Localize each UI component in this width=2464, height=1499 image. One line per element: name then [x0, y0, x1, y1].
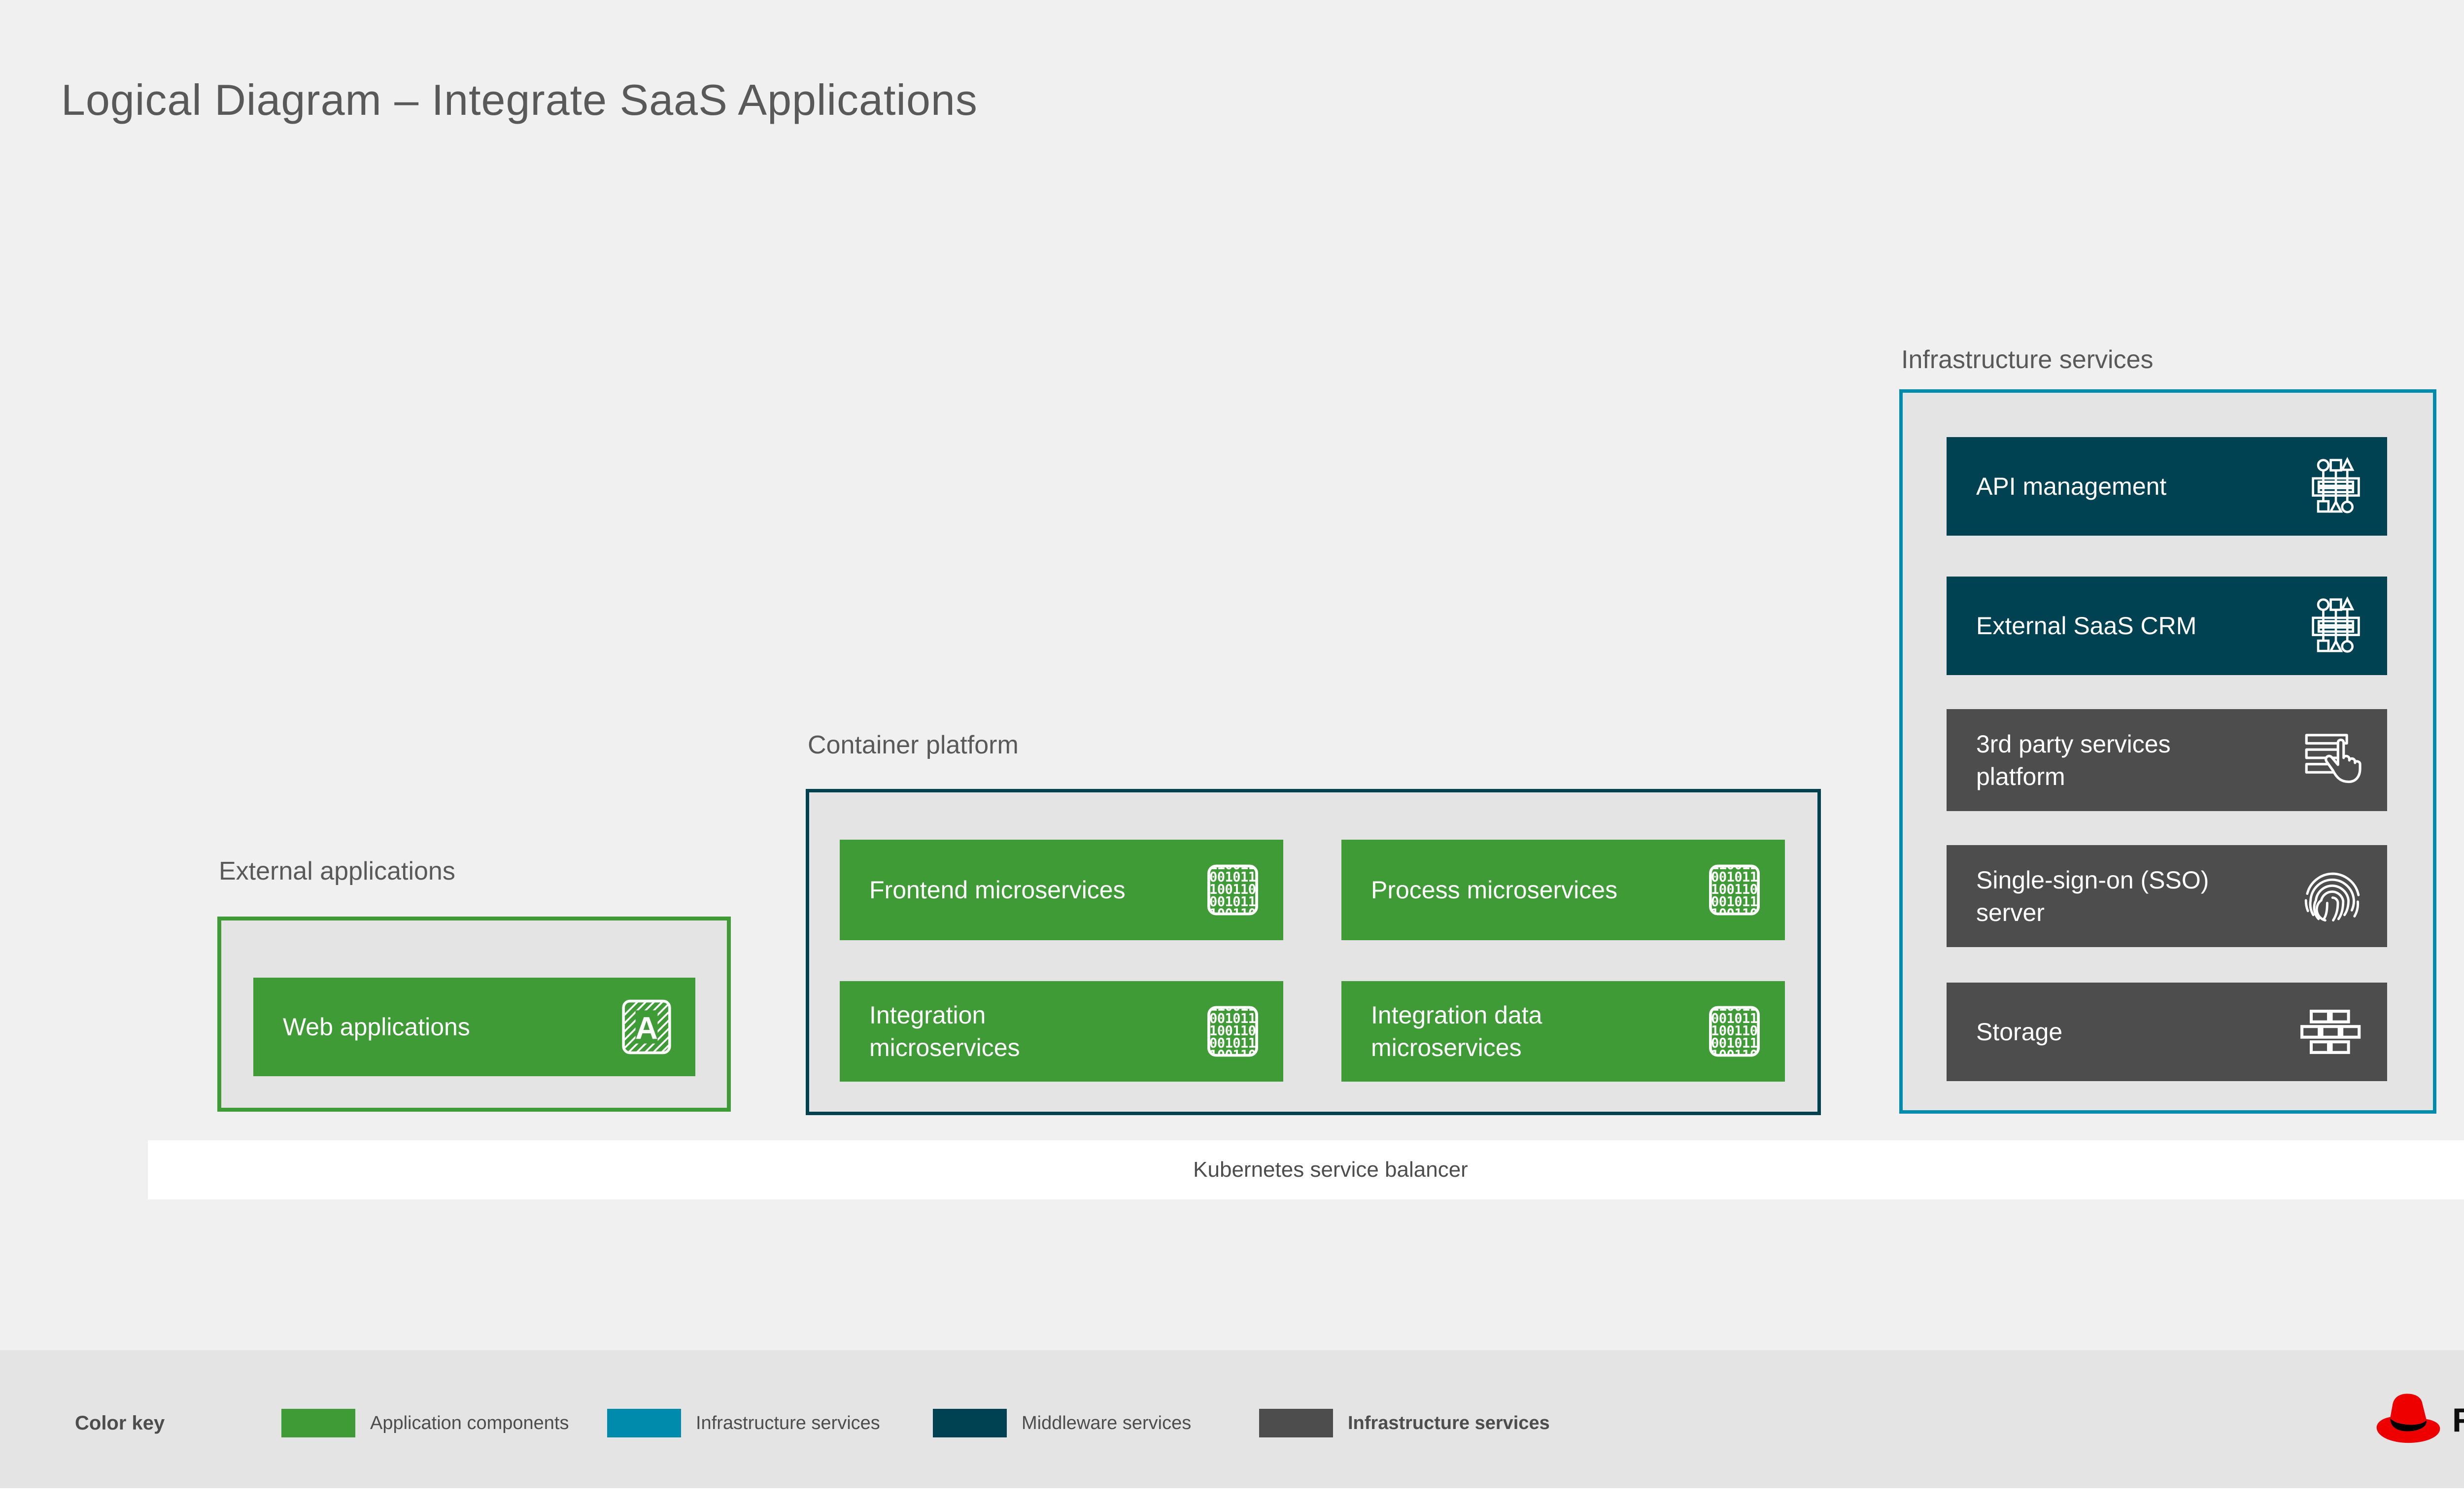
- page-title: Logical Diagram – Integrate SaaS Applica…: [61, 75, 978, 124]
- svg-text:001011: 001011: [1711, 1036, 1758, 1051]
- application-a-icon: A: [620, 998, 673, 1056]
- node-label: Integration data microservices: [1371, 1001, 1542, 1061]
- color-key-title: Color key: [75, 1412, 165, 1434]
- node-label: External SaaS CRM: [1976, 612, 2197, 640]
- legend-item-infrastructure-services-gray: Infrastructure services: [1259, 1409, 1550, 1437]
- api-icon: [2307, 455, 2364, 518]
- svg-text:110011: 110011: [1711, 1003, 1758, 1015]
- svg-text:100110: 100110: [1711, 1048, 1758, 1060]
- svg-text:001011: 001011: [1209, 1036, 1256, 1051]
- node-storage: Storage: [1947, 983, 2387, 1081]
- container-platform-label: Container platform: [808, 731, 1019, 759]
- node-label: Frontend microservices: [869, 876, 1126, 904]
- svg-text:001011: 001011: [1209, 1011, 1256, 1026]
- kubernetes-service-balancer-bar: Kubernetes service balancer: [148, 1140, 2464, 1199]
- node-web-applications: Web applications A: [253, 978, 695, 1076]
- legend-item-infrastructure-services: Infrastructure services: [607, 1409, 880, 1437]
- svg-text:100110: 100110: [1209, 882, 1256, 897]
- brick-wall-icon: [2298, 1009, 2364, 1056]
- legend-label: Application components: [370, 1412, 569, 1433]
- redhat-fedora-icon: [2371, 1394, 2445, 1447]
- svg-text:100110: 100110: [1711, 882, 1758, 897]
- fingerprint-icon: [2298, 863, 2364, 929]
- external-applications-label: External applications: [219, 857, 455, 886]
- node-label: Single-sign-on (SSO) server: [1976, 866, 2209, 926]
- svg-text:110011: 110011: [1711, 862, 1758, 873]
- svg-text:100110: 100110: [1711, 1023, 1758, 1039]
- hand-click-list-icon: [2301, 729, 2364, 792]
- node-label: API management: [1976, 473, 2167, 500]
- svg-text:100110: 100110: [1209, 1023, 1256, 1039]
- svg-text:001011: 001011: [1209, 870, 1256, 885]
- external-applications-panel: Web applications A: [217, 917, 731, 1112]
- legend-swatch-blue: [607, 1409, 681, 1437]
- node-single-sign-on-server: Single-sign-on (SSO) server: [1947, 845, 2387, 947]
- svg-text:110011: 110011: [1209, 862, 1256, 873]
- svg-text:001011: 001011: [1711, 1011, 1758, 1026]
- color-key-title-wrap: Color key: [75, 1409, 165, 1437]
- node-3rd-party-services-platform: 3rd party services platform: [1947, 709, 2387, 811]
- legend-label: Middleware services: [1022, 1412, 1192, 1433]
- balancer-label: Kubernetes service balancer: [1193, 1158, 1468, 1182]
- legend-label: Infrastructure services: [1348, 1412, 1550, 1433]
- redhat-logo: Red Hat: [2371, 1393, 2464, 1448]
- node-api-management: API management: [1947, 437, 2387, 536]
- node-label: Process microservices: [1371, 876, 1618, 904]
- svg-text:100110: 100110: [1209, 1048, 1256, 1060]
- bottom-strip: [0, 1488, 2464, 1499]
- redhat-wordmark: Red Hat: [2452, 1401, 2464, 1439]
- svg-text:100110: 100110: [1209, 907, 1256, 919]
- legend-swatch-dark-teal: [933, 1409, 1007, 1437]
- svg-text:A: A: [635, 1011, 658, 1046]
- svg-text:001011: 001011: [1209, 894, 1256, 910]
- infrastructure-services-label: Infrastructure services: [1901, 345, 2154, 374]
- legend-item-application-components: Application components: [281, 1409, 569, 1437]
- legend-item-middleware-services: Middleware services: [933, 1409, 1191, 1437]
- color-key-band: [0, 1350, 2464, 1488]
- svg-text:100110: 100110: [1711, 907, 1758, 919]
- node-label: 3rd party services platform: [1976, 730, 2171, 790]
- node-label: Web applications: [283, 1013, 470, 1041]
- node-external-saas-crm: External SaaS CRM: [1947, 577, 2387, 675]
- svg-text:001011: 001011: [1711, 870, 1758, 885]
- node-label: Storage: [1976, 1018, 2063, 1046]
- infrastructure-services-panel: API management Exte: [1899, 389, 2436, 1114]
- legend-swatch-green: [281, 1409, 355, 1437]
- legend-label: Infrastructure services: [696, 1412, 880, 1433]
- node-label: Integration microservices: [869, 1001, 1020, 1061]
- legend-swatch-gray: [1259, 1409, 1333, 1437]
- svg-text:110011: 110011: [1209, 1003, 1256, 1015]
- api-icon: [2307, 594, 2364, 657]
- svg-text:001011: 001011: [1711, 894, 1758, 910]
